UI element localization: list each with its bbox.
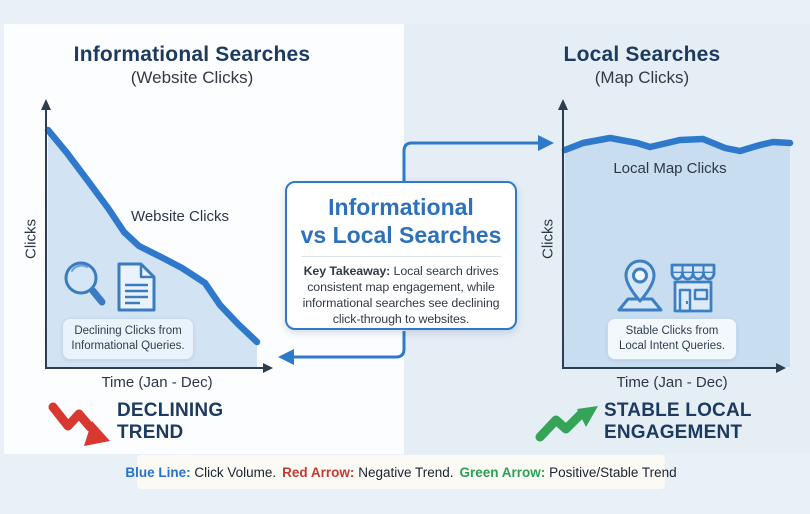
legend-green-text: Positive/Stable Trend [549, 464, 677, 480]
left-y-axis-label: Clicks [22, 219, 40, 259]
callout-divider [301, 256, 501, 257]
legend-red-text: Negative Trend. [358, 464, 454, 480]
legend-bar: Blue Line: Click Volume. Red Arrow: Nega… [125, 455, 677, 489]
callout-body: Key Takeaway: Local search drives consis… [287, 263, 515, 327]
legend-green-label: Green Arrow: [459, 464, 546, 480]
magnifier-icon [64, 261, 106, 306]
legend-item-blue-line: Blue Line: Click Volume. [125, 465, 276, 480]
left-series-label: Website Clicks [130, 208, 230, 225]
legend-red-label: Red Arrow: [282, 464, 355, 480]
callout-title: Informational vs Local Searches [300, 194, 502, 248]
right-series-label: Local Map Clicks [613, 160, 727, 177]
map-pin-icon [617, 259, 663, 312]
left-trend-label: DECLINING TREND [117, 400, 224, 443]
callout-takeaway-text: Local search drives consistent map engag… [302, 264, 500, 326]
legend-item-red-arrow: Red Arrow: Negative Trend. [282, 465, 453, 480]
right-panel-title: Local Searches [563, 43, 721, 66]
left-chart-caption: Declining Clicks from Informational Quer… [62, 318, 194, 360]
right-y-axis-label: Clicks [539, 219, 557, 259]
right-trend-label: STABLE LOCAL ENGAGEMENT [604, 400, 752, 443]
left-panel-subtitle: (Website Clicks) [130, 68, 254, 87]
center-callout-box: Informational vs Local Searches Key Take… [285, 181, 517, 330]
left-x-axis-label: Time (Jan - Dec) [101, 374, 213, 391]
storefront-icon [670, 263, 716, 313]
right-panel-subtitle: (Map Clicks) [594, 68, 690, 87]
callout-takeaway-label: Key Takeaway: [303, 264, 391, 278]
right-chart-caption: Stable Clicks from Local Intent Queries. [607, 318, 737, 360]
document-icon [117, 262, 156, 312]
legend-blue-label: Blue Line: [125, 464, 191, 480]
legend-item-green-arrow: Green Arrow: Positive/Stable Trend [460, 465, 677, 480]
legend-blue-text: Click Volume. [194, 464, 277, 480]
left-panel-title: Informational Searches [73, 43, 311, 66]
right-x-axis-label: Time (Jan - Dec) [616, 374, 728, 391]
